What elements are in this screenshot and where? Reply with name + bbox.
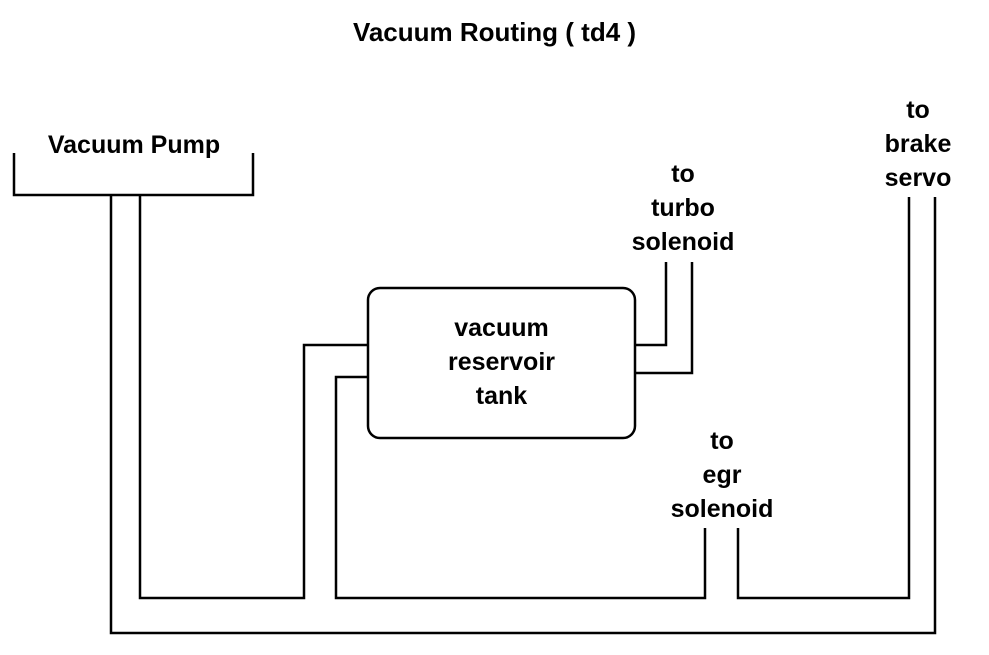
pump-to-brake-servo-hose bbox=[109, 195, 937, 635]
turbo-solenoid-label-line: solenoid bbox=[631, 228, 735, 256]
egr-solenoid-label: to egr solenoid bbox=[642, 424, 802, 526]
brake-servo-label-line: brake bbox=[884, 130, 952, 158]
egr-solenoid-label-line: to bbox=[710, 427, 734, 455]
brake-servo-label-line: to bbox=[906, 96, 930, 124]
pump-to-tank-hose bbox=[138, 195, 368, 600]
turbo-solenoid-label-line: turbo bbox=[651, 194, 715, 222]
egr-solenoid-label-line: egr bbox=[702, 461, 742, 489]
tank-to-turbo-hose-outer bbox=[635, 262, 694, 375]
reservoir-tank-label-line: reservoir bbox=[447, 348, 556, 376]
tank-to-egr-hose bbox=[334, 375, 707, 600]
vacuum-reservoir-tank-box bbox=[366, 286, 637, 440]
reservoir-tank-label: vacuum reservoir tank bbox=[368, 311, 635, 413]
reservoir-tank-label-line: vacuum bbox=[454, 314, 549, 342]
diagram-title: Vacuum Routing ( td4 ) bbox=[352, 17, 637, 47]
turbo-solenoid-label-line: to bbox=[671, 160, 695, 188]
reservoir-tank-label-line: tank bbox=[475, 382, 528, 410]
turbo-solenoid-label: to turbo solenoid bbox=[603, 157, 763, 259]
vacuum-pump-bracket bbox=[12, 153, 255, 197]
brake-servo-label-line: servo bbox=[884, 164, 952, 192]
vacuum-pump-label: Vacuum Pump bbox=[47, 131, 221, 159]
egr-return-to-brake-hose bbox=[736, 197, 911, 600]
brake-servo-label: to brake servo bbox=[848, 93, 988, 195]
tank-to-turbo-hose-inner bbox=[635, 262, 668, 347]
egr-solenoid-label-line: solenoid bbox=[670, 495, 774, 523]
